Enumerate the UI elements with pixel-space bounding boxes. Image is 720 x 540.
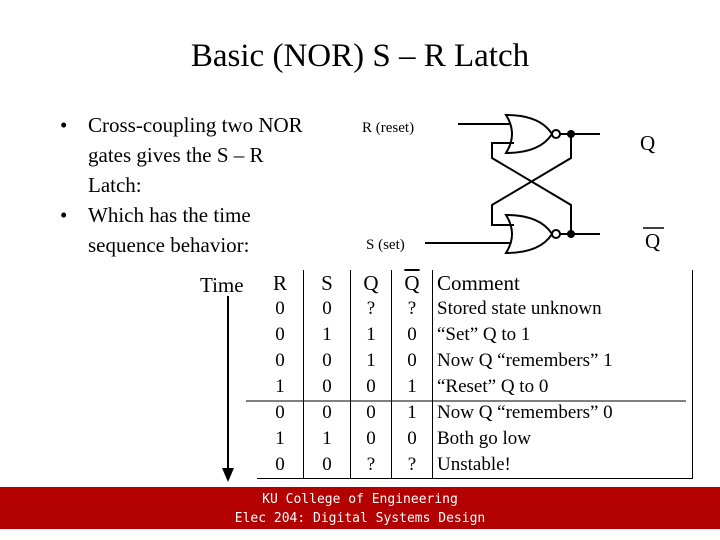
header-qbar: Q xyxy=(391,270,433,296)
header-s: S xyxy=(303,270,351,296)
bullet-list: • Cross-coupling two NOR gates gives the… xyxy=(60,110,320,260)
cell-comment: Unstable! xyxy=(432,452,693,479)
cell-qbar: ? xyxy=(391,296,433,322)
cell-r: 1 xyxy=(257,426,304,452)
cell-r: 0 xyxy=(257,296,304,322)
cell-q: 1 xyxy=(350,322,392,348)
footer-banner: KU College of Engineering Elec 204: Digi… xyxy=(0,487,720,529)
slide-title: Basic (NOR) S – R Latch xyxy=(190,38,530,74)
cell-q: ? xyxy=(350,452,392,479)
cell-qbar: 0 xyxy=(391,322,433,348)
header-comment: Comment xyxy=(432,270,693,296)
bullet-text: Which has the time sequence behavior: xyxy=(88,203,251,257)
cell-comment: Now Q “remembers” 0 xyxy=(432,400,693,426)
table-row: 1 0 0 1 “Reset” Q to 0 xyxy=(257,374,693,400)
cell-s: 0 xyxy=(303,452,351,479)
cell-qbar: ? xyxy=(391,452,433,479)
table-row: 0 0 0 1 Now Q “remembers” 0 xyxy=(257,400,693,426)
q-output-label: Q xyxy=(640,131,655,155)
cell-r: 0 xyxy=(257,348,304,374)
cell-r: 0 xyxy=(257,322,304,348)
cell-q: 0 xyxy=(350,400,392,426)
table-row: 1 1 0 0 Both go low xyxy=(257,426,693,452)
cell-q: 0 xyxy=(350,426,392,452)
cell-s: 0 xyxy=(303,400,351,426)
bullet-item: • Which has the time sequence behavior: xyxy=(60,200,320,260)
table-row: 0 0 ? ? Stored state unknown xyxy=(257,296,693,322)
bullet-text: Cross-coupling two NOR gates gives the S… xyxy=(88,113,303,197)
r-input-label: R (reset) xyxy=(362,120,414,136)
footer-line-1: KU College of Engineering xyxy=(262,492,458,507)
cell-r: 0 xyxy=(257,400,304,426)
header-r: R xyxy=(257,270,304,296)
bullet-item: • Cross-coupling two NOR gates gives the… xyxy=(60,110,320,200)
truth-table: R S Q Q Comment 0 0 ? ? Stored state unk… xyxy=(257,270,693,479)
time-arrow xyxy=(222,296,234,482)
cell-s: 1 xyxy=(303,426,351,452)
table-header-row: R S Q Q Comment xyxy=(257,270,693,296)
cell-q: 0 xyxy=(350,374,392,400)
table-row: 0 1 1 0 “Set” Q to 1 xyxy=(257,322,693,348)
cell-qbar: 1 xyxy=(391,374,433,400)
cell-qbar: 1 xyxy=(391,400,433,426)
cell-comment: “Reset” Q to 0 xyxy=(432,374,693,400)
cell-s: 0 xyxy=(303,296,351,322)
cell-comment: Both go low xyxy=(432,426,693,452)
cell-comment: “Set” Q to 1 xyxy=(432,322,693,348)
sr-latch-diagram: R (reset) S (set) Q Q xyxy=(362,113,664,255)
cell-s: 1 xyxy=(303,322,351,348)
cell-r: 0 xyxy=(257,452,304,479)
reset-row-marker-lines xyxy=(246,400,686,402)
cell-r: 1 xyxy=(257,374,304,400)
nor-gate-top xyxy=(504,113,554,155)
header-q: Q xyxy=(350,270,392,296)
cell-s: 0 xyxy=(303,374,351,400)
qbar-output-label: Q xyxy=(645,229,660,253)
cell-q: ? xyxy=(350,296,392,322)
table-row: 0 0 ? ? Unstable! xyxy=(257,452,693,479)
cell-qbar: 0 xyxy=(391,426,433,452)
nor-bubble-bottom xyxy=(551,229,561,239)
bullet-dot: • xyxy=(60,203,68,227)
footer-line-2: Elec 204: Digital Systems Design xyxy=(234,511,486,526)
cell-comment: Now Q “remembers” 1 xyxy=(432,348,693,374)
s-input-label: S (set) xyxy=(366,237,405,253)
table-row: 0 0 1 0 Now Q “remembers” 1 xyxy=(257,348,693,374)
cell-comment: Stored state unknown xyxy=(432,296,693,322)
nor-bubble-top xyxy=(551,129,561,139)
cell-s: 0 xyxy=(303,348,351,374)
cell-qbar: 0 xyxy=(391,348,433,374)
nor-gate-bottom xyxy=(504,213,554,255)
cell-q: 1 xyxy=(350,348,392,374)
time-label: Time xyxy=(200,273,244,297)
feedback-wire-bottom-to-top xyxy=(491,142,572,234)
feedback-wire-top-to-bottom xyxy=(491,134,572,226)
bullet-dot: • xyxy=(60,113,68,137)
